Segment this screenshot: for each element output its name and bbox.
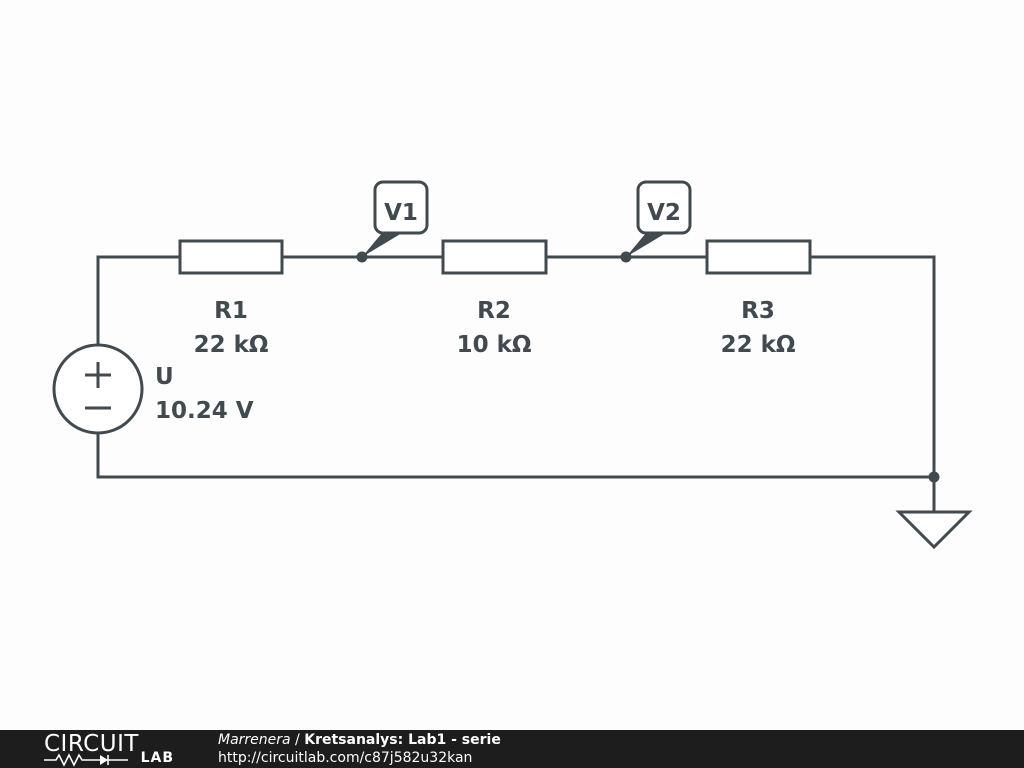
ground-icon[interactable] [895, 510, 973, 550]
voltage-source-body[interactable] [52, 343, 144, 435]
circuitlab-logo[interactable]: CIRCUIT LAB [44, 730, 174, 768]
resistor-r3[interactable]: R3 22 kΩ [705, 239, 812, 358]
ground[interactable] [895, 471, 973, 550]
resistor-r1[interactable]: R1 22 kΩ [178, 239, 284, 358]
voltage-source-value: 10.24 V [155, 398, 254, 424]
voltage-source-name: U [155, 364, 174, 390]
circuit-url-link[interactable]: http://circuitlab.com/c87j582u32kan [218, 750, 473, 766]
probe-v2-box[interactable] [636, 180, 692, 235]
voltage-source-u[interactable]: U 10.24 V [52, 343, 254, 435]
probe-v2-node-dot [620, 251, 632, 263]
probe-v1[interactable]: V1 [356, 180, 429, 263]
resistor-r3-value: 22 kΩ [721, 332, 796, 358]
wires [96, 255, 936, 479]
plus-icon [85, 362, 111, 388]
resistor-r2-value: 10 kΩ [457, 332, 532, 358]
probe-v1-node-dot [356, 251, 368, 263]
probe-v2-pointer [626, 233, 666, 257]
circuit-title[interactable]: Kretsanalys: Lab1 - serie [304, 732, 501, 748]
probe-v1-box[interactable] [373, 180, 429, 235]
breadcrumb-separator: / [290, 732, 305, 748]
probe-v1-label: V1 [384, 200, 418, 226]
footer-info: Marrenera / Kretsanalys: Lab1 - serie ht… [218, 731, 501, 767]
author-link[interactable]: Marrenera [218, 732, 291, 748]
resistor-r1-value: 22 kΩ [194, 332, 269, 358]
logo-lab-text: LAB [140, 750, 174, 766]
resistor-r3-name: R3 [741, 298, 775, 324]
probe-v2[interactable]: V2 [620, 180, 692, 263]
top-wire [96, 255, 936, 477]
resistor-r1-name: R1 [214, 298, 248, 324]
resistor-r2-name: R2 [477, 298, 511, 324]
footer-bar: CIRCUIT LAB Marrenera / Kretsanalys: Lab… [0, 730, 1024, 768]
resistor-r2[interactable]: R2 10 kΩ [441, 239, 548, 358]
resistor-r2-body[interactable] [441, 239, 548, 275]
resistor-diode-logo-icon [44, 753, 128, 767]
resistor-r3-body[interactable] [705, 239, 812, 275]
probe-v2-label: V2 [647, 200, 681, 226]
circuit-schematic: R1 22 kΩ R2 10 kΩ R3 22 kΩ U 10.24 V V1 … [52, 180, 973, 550]
bottom-wire [96, 433, 934, 479]
logo-circuit-text: CIRCUIT [44, 731, 139, 757]
probe-v1-pointer [362, 233, 402, 257]
resistor-r1-body[interactable] [178, 239, 284, 275]
